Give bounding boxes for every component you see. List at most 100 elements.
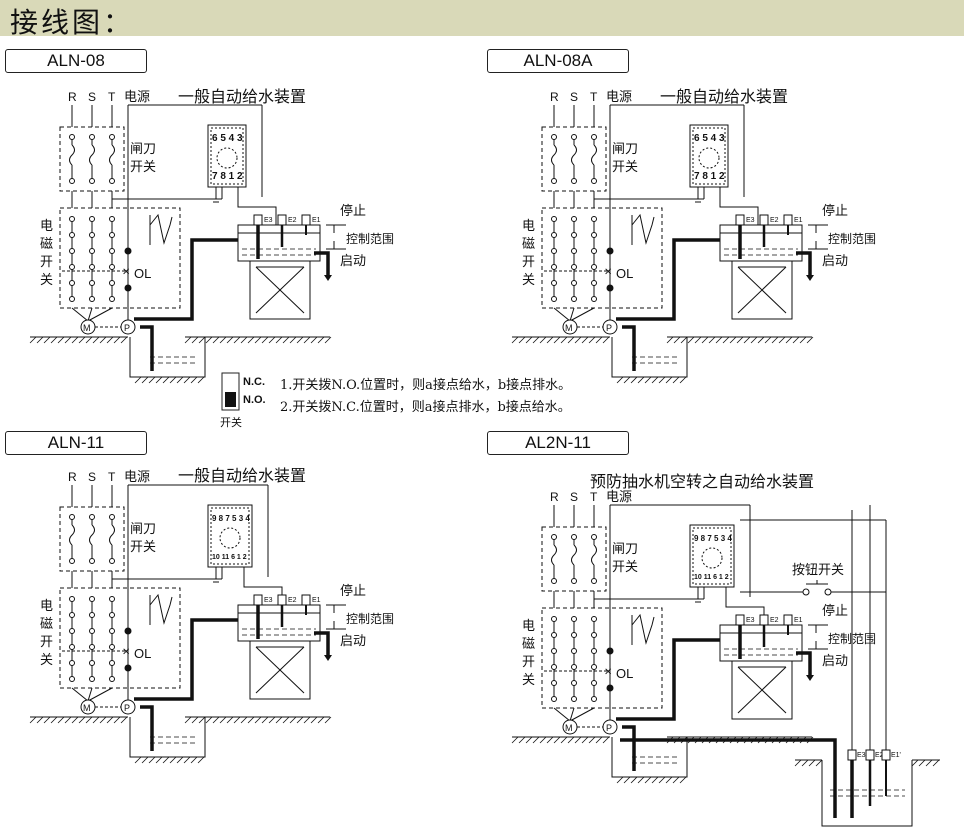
- model-label-aln-08: ALN-08: [5, 49, 147, 73]
- switch-label: 开关: [220, 417, 242, 429]
- start-label: 启动: [340, 254, 366, 269]
- stop-label: 停止: [340, 203, 366, 219]
- diagram-title-4: 预防抽水机空转之自动给水装置: [590, 472, 815, 491]
- relay-terminal-bottom: 10 11 6 1 2: [694, 574, 729, 581]
- switch-nc-label: N.C.: [243, 376, 265, 388]
- magnetic-switch-label-1: 电: [522, 619, 535, 634]
- knife-switch-label-2: 开关: [130, 540, 156, 555]
- electrode-label-e2: E2: [288, 597, 297, 604]
- magnetic-switch-label-1: 电: [522, 219, 535, 234]
- suction-pipe: [140, 705, 154, 751]
- diagram-title-3: 一般自动给水装置: [178, 466, 307, 485]
- level-relay-body: [207, 504, 253, 568]
- outlet-arrow-icon: [806, 275, 814, 281]
- overload-contact-icon: ✕: [122, 267, 130, 278]
- outlet-pipe: [796, 651, 812, 677]
- level-relay-body: [689, 124, 729, 188]
- magnetic-switch-label-2: 磁: [522, 237, 535, 252]
- phase-label-s: S: [570, 490, 578, 504]
- lower-electrode-label-1: E3: [857, 752, 866, 759]
- knife-switch-box: [59, 506, 125, 572]
- overload-contact-icon: ✕: [604, 667, 612, 678]
- tank-stand: [731, 260, 793, 320]
- power-label: 电源: [124, 470, 150, 485]
- push-button-label: 按钮开关: [792, 563, 844, 578]
- control-range-label: 控制范围: [346, 612, 394, 626]
- electrode-label-e3: E3: [746, 617, 755, 624]
- start-label: 启动: [822, 254, 848, 269]
- magnetic-switch-label-2: 磁: [40, 237, 53, 252]
- push-button-contact-right: [824, 588, 832, 596]
- reservoir-suction-pipe: [620, 738, 837, 818]
- magnetic-switch-box: [541, 207, 663, 309]
- level-relay-body: [689, 524, 735, 588]
- electrode-label-e3: E3: [746, 217, 755, 224]
- control-coil-symbol: [631, 613, 655, 645]
- lower-electrode-label-3: E1': [891, 752, 901, 759]
- start-label: 启动: [340, 634, 366, 649]
- magnetic-switch-label-4: 关: [40, 653, 53, 668]
- magnetic-switch-label-4: 关: [522, 273, 535, 288]
- start-label: 启动: [822, 654, 848, 669]
- electrode-label-e1: E1: [312, 217, 321, 224]
- electrode-label-e1: E1: [794, 617, 803, 624]
- switch-note-line-1: 1.开关拨N.O.位置时，则a接点给水，b接点排水。: [280, 378, 572, 393]
- relay-terminal-top: 6 5 4 3: [212, 133, 243, 144]
- electrode-label-e2: E2: [770, 617, 779, 624]
- overload-label: OL: [616, 266, 633, 281]
- suction-pipe: [140, 325, 154, 371]
- magnetic-switch-box: [59, 207, 181, 309]
- magnetic-switch-box: [59, 587, 181, 689]
- power-label: 电源: [606, 90, 632, 105]
- push-button-contact-left: [802, 588, 810, 596]
- phase-label-t: T: [590, 90, 598, 104]
- phase-label-r: R: [68, 470, 77, 484]
- magnetic-switch-label-3: 开: [40, 255, 53, 270]
- model-label-aln-08a: ALN-08A: [487, 49, 629, 73]
- magnetic-switch-label-2: 磁: [522, 637, 535, 652]
- control-coil-symbol: [631, 213, 655, 245]
- relay-terminal-top: 9 8 7 5 3 4: [694, 534, 732, 543]
- electrode-label-e3: E3: [264, 217, 273, 224]
- model-label-aln-11: ALN-11: [5, 431, 147, 455]
- tank-stand: [249, 260, 311, 320]
- magnetic-switch-label-1: 电: [40, 599, 53, 614]
- control-range-label: 控制范围: [828, 232, 876, 246]
- relay-terminal-bottom: 7 8 1 2: [212, 171, 243, 182]
- power-label: 电源: [124, 90, 150, 105]
- overload-label: OL: [616, 666, 633, 681]
- phase-label-s: S: [570, 90, 578, 104]
- tank-stand: [731, 660, 793, 720]
- phase-label-r: R: [68, 90, 77, 104]
- magnetic-switch-label-3: 开: [522, 655, 535, 670]
- knife-switch-label-1: 闸刀: [130, 522, 156, 537]
- electrode-label-e2: E2: [770, 217, 779, 224]
- pump-label: P: [606, 723, 612, 733]
- phase-label-t: T: [108, 90, 116, 104]
- lower-electrode-label-2: E2': [875, 752, 885, 759]
- knife-switch-box: [541, 526, 607, 592]
- phase-label-r: R: [550, 90, 559, 104]
- stop-label: 停止: [822, 203, 848, 219]
- phase-label-t: T: [108, 470, 116, 484]
- phase-label-s: S: [88, 470, 96, 484]
- electrode-label-e1: E1: [312, 597, 321, 604]
- diagram-title-2: 一般自动给水装置: [660, 87, 789, 106]
- phase-label-r: R: [550, 490, 559, 504]
- relay-terminal-top: 6 5 4 3: [694, 133, 725, 144]
- model-label-al2n-11: AL2N-11: [487, 431, 629, 455]
- magnetic-switch-label-2: 磁: [40, 617, 53, 632]
- overload-label: OL: [134, 646, 151, 661]
- outlet-pipe: [314, 251, 330, 277]
- lower-reservoir: [821, 760, 913, 827]
- suction-pipe: [622, 725, 636, 771]
- suction-pipe: [622, 325, 636, 371]
- magnetic-switch-label-1: 电: [40, 219, 53, 234]
- knife-switch-box: [59, 126, 125, 192]
- relay-terminal-top: 9 8 7 5 3 4: [212, 514, 250, 523]
- motor-label: M: [565, 323, 573, 333]
